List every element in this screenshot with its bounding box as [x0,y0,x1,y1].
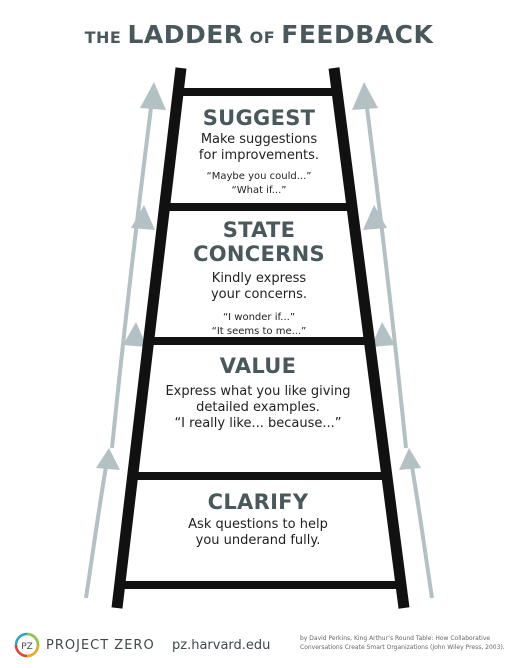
org-name: PROJECT ZERO [46,638,155,653]
step-value-example-1: “I really like... because...” [174,416,342,431]
step-suggest-desc-line2: for improvements. [198,148,320,163]
title-the: THE [84,28,122,47]
step-clarify: CLARIFY Ask questions to help you undera… [140,490,376,549]
step-concerns-heading-line1: STATE [222,218,296,242]
step-value-desc-line1: Express what you like giving [165,384,351,399]
step-clarify-desc-line1: Ask questions to help [188,517,328,532]
right-arrow-lower-head [399,448,421,470]
page-title: THE LADDER OF FEEDBACK [0,20,518,49]
logo-text: PZ [21,642,33,652]
left-arrow-upper [110,99,154,449]
right-arrow-mid-head1 [371,322,395,347]
step-clarify-desc-line2: you underand fully. [195,533,321,548]
step-suggest-example-1: “Maybe you could...” [206,171,312,182]
step-suggest-example-2: “What if...” [231,185,287,196]
step-state-concerns: STATE CONCERNS Kindly express your conce… [168,218,350,339]
step-concerns-desc-line2: your concerns. [210,287,308,302]
step-concerns-heading-line2: CONCERNS [193,242,325,266]
step-clarify-heading: CLARIFY [207,490,309,514]
step-value-heading: VALUE [219,354,297,378]
left-arrow-upper-head [140,82,166,110]
step-value-desc-line2: detailed examples. [196,400,320,415]
left-arrows [84,82,166,599]
step-value: VALUE Express what you like giving detai… [150,354,366,432]
right-arrow-upper-head [352,82,378,110]
right-arrow-upper [364,99,408,449]
ladder-diagram [84,67,434,609]
citation-line2: Conversations Create Smart Organizations… [300,644,505,651]
right-arrows [352,82,434,599]
title-of: OF [249,28,276,47]
citation: by David Perkins, King Arthur’s Round Ta… [300,634,512,652]
left-arrow-mid-head1 [123,322,147,347]
step-suggest-heading: SUGGEST [202,106,316,130]
org-url[interactable]: pz.harvard.edu [172,638,271,653]
footer: PZ PROJECT ZERO pz.harvard.edu by David … [0,628,518,668]
project-zero-logo-icon: PZ [14,632,40,658]
right-arrow-mid-head2 [363,205,387,230]
title-feedback: FEEDBACK [281,20,434,49]
title-ladder: LADDER [127,20,244,49]
step-concerns-desc-line1: Kindly express [211,271,307,286]
left-arrow-mid-head2 [131,205,155,230]
left-arrow-lower [84,454,110,599]
right-arrow-lower [408,454,434,599]
left-arrow-lower-head [96,448,120,470]
step-suggest: SUGGEST Make suggestions for improvement… [178,106,340,198]
step-suggest-desc-line1: Make suggestions [200,132,318,147]
citation-line1: by David Perkins, King Arthur’s Round Ta… [300,635,491,642]
step-concerns-example-2: “It seems to me...” [211,326,307,337]
step-concerns-example-1: “I wonder if...” [222,312,296,323]
